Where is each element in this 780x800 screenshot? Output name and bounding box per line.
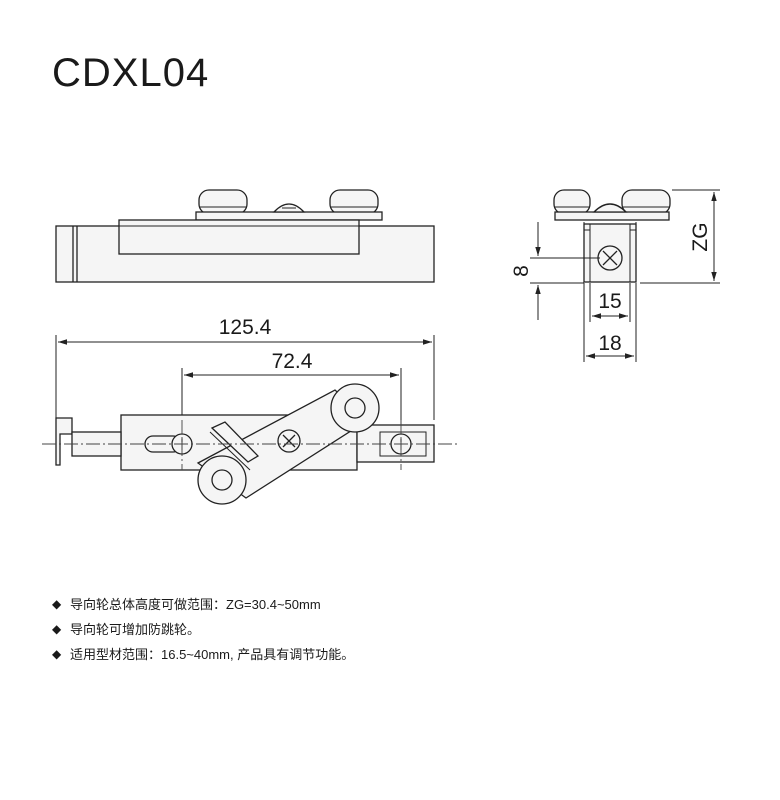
note-item: ◆ 适用型材范围：16.5~40mm, 产品具有调节功能。 xyxy=(52,642,354,667)
notes-list: ◆ 导向轮总体高度可做范围：ZG=30.4~50mm ◆ 导向轮可增加防跳轮。 … xyxy=(52,592,354,667)
dim-hole-spacing: 72.4 xyxy=(272,350,313,373)
product-code-title: CDXL04 xyxy=(52,51,210,95)
dim-height-8: 8 xyxy=(510,265,533,277)
end-view xyxy=(530,189,720,362)
note-text: 导向轮总体高度可做范围：ZG=30.4~50mm xyxy=(70,597,321,612)
top-view xyxy=(42,335,458,505)
diamond-bullet-icon: ◆ xyxy=(52,597,62,611)
dim-width-15: 15 xyxy=(598,290,621,313)
diamond-bullet-icon: ◆ xyxy=(52,622,62,636)
note-item: ◆ 导向轮总体高度可做范围：ZG=30.4~50mm xyxy=(52,592,354,617)
dim-width-18: 18 xyxy=(598,332,621,355)
diamond-bullet-icon: ◆ xyxy=(52,647,62,661)
side-view xyxy=(55,189,435,283)
note-text: 导向轮可增加防跳轮。 xyxy=(70,622,201,637)
note-text: 适用型材范围：16.5~40mm, 产品具有调节功能。 xyxy=(70,647,355,662)
dim-zg: ZG xyxy=(689,222,712,251)
dim-total-length: 125.4 xyxy=(219,316,272,339)
note-item: ◆ 导向轮可增加防跳轮。 xyxy=(52,617,354,642)
